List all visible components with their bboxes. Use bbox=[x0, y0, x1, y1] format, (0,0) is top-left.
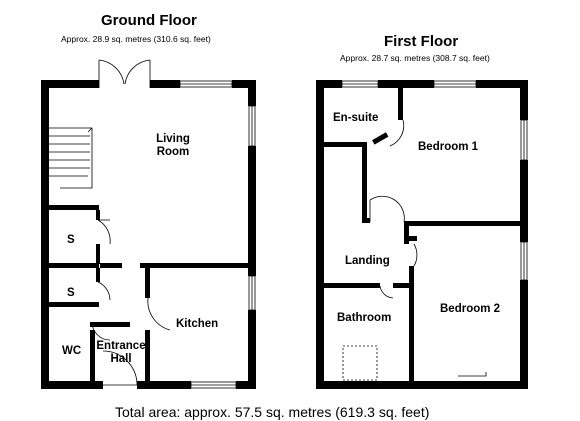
room-entrance-hall: Entrance Hall bbox=[96, 340, 146, 365]
gf-kitchen-left-wall-bot bbox=[145, 330, 150, 381]
gf-bottom-wall-right bbox=[236, 381, 256, 389]
gf-kitchen-door bbox=[147, 297, 171, 331]
ff-bed2-door bbox=[413, 243, 418, 267]
room-store-2: S bbox=[67, 287, 75, 299]
ff-bed1-bottom-b bbox=[404, 221, 520, 226]
ff-right-wall-mid bbox=[520, 160, 528, 242]
ff-top-wall-mid bbox=[378, 80, 434, 88]
gf-wc-right-wall bbox=[90, 330, 95, 381]
gf-store-right-wall-top bbox=[96, 210, 100, 220]
ff-ensuite-door bbox=[389, 119, 405, 147]
gf-right-wall-top bbox=[248, 80, 256, 106]
gf-kitchen-left-wall-top bbox=[145, 268, 150, 298]
gf-wc-top-wall bbox=[90, 322, 130, 327]
ff-bed1-left-wall bbox=[362, 142, 367, 222]
ff-bath-top-a bbox=[324, 283, 380, 288]
room-landing: Landing bbox=[345, 255, 390, 267]
room-bedroom-2: Bedroom 2 bbox=[440, 303, 501, 315]
gf-top-wall-left bbox=[41, 80, 99, 88]
gf-store2-right-wall bbox=[96, 268, 100, 282]
gf-kitchen-top-wall-a bbox=[100, 263, 122, 268]
gf-wc-door bbox=[91, 321, 111, 341]
gf-store2-door bbox=[97, 281, 111, 301]
gf-store-right-wall-bot bbox=[96, 244, 100, 264]
room-wc: WC bbox=[62, 345, 82, 357]
ff-bottom-wall bbox=[316, 381, 528, 389]
ff-bath-shower bbox=[342, 345, 378, 381]
room-store-1: S bbox=[67, 234, 75, 246]
gf-top-wall-right bbox=[232, 80, 256, 88]
gf-stairs bbox=[49, 127, 93, 189]
room-living: Living Room bbox=[156, 133, 190, 158]
ground-floor-area: Approx. 28.9 sq. metres (310.6 sq. feet) bbox=[61, 34, 211, 44]
gf-left-wall bbox=[41, 80, 49, 389]
gf-entrance-door bbox=[102, 350, 138, 386]
ff-ensuite-diag bbox=[372, 132, 389, 145]
french-door-right bbox=[124, 59, 151, 88]
gf-right-wall-bottom bbox=[248, 310, 256, 389]
gf-store-divider bbox=[49, 263, 99, 268]
ff-bed1-bottom-a bbox=[362, 218, 370, 223]
ff-landing-right bbox=[404, 226, 409, 244]
room-bedroom-1: Bedroom 1 bbox=[418, 141, 479, 153]
gf-top-wall-mid bbox=[150, 80, 180, 88]
ground-floor-title: Ground Floor bbox=[101, 12, 197, 29]
gf-store1-door bbox=[97, 219, 111, 245]
gf-right-wall-mid bbox=[248, 146, 256, 276]
room-kitchen: Kitchen bbox=[176, 318, 219, 330]
gf-bottom-wall-mid bbox=[137, 381, 191, 389]
ff-right-wall-top bbox=[520, 80, 528, 120]
ff-bed2-left-top bbox=[409, 236, 417, 241]
gf-living-bottom-wall bbox=[49, 205, 99, 210]
gf-store-bottom-wall bbox=[49, 302, 99, 307]
room-bathroom: Bathroom bbox=[337, 312, 392, 324]
first-floor-title: First Floor bbox=[384, 33, 459, 50]
total-area: Total area: approx. 57.5 sq. metres (619… bbox=[115, 404, 430, 420]
ff-bed2-left bbox=[409, 266, 414, 381]
room-ensuite: En-suite bbox=[333, 112, 379, 124]
ff-top-wall-left bbox=[316, 80, 342, 88]
ff-bed2-radiator bbox=[458, 372, 487, 377]
ground-floor-plan bbox=[41, 80, 256, 389]
ff-bed1-door bbox=[369, 195, 405, 223]
french-door-left bbox=[98, 59, 125, 88]
gf-bottom-wall-left bbox=[41, 381, 103, 389]
first-floor-plan bbox=[316, 80, 528, 389]
ff-bath-top-b bbox=[393, 283, 409, 288]
ff-top-wall-right bbox=[476, 80, 528, 88]
ff-right-wall-bottom bbox=[520, 280, 528, 389]
first-floor-fixtures bbox=[341, 80, 528, 381]
ground-floor-fixtures bbox=[49, 59, 256, 389]
gf-kitchen-top-wall-b bbox=[140, 263, 248, 268]
first-floor-area: Approx. 28.7 sq. metres (308.7 sq. feet) bbox=[340, 53, 490, 63]
ff-left-wall bbox=[316, 80, 324, 389]
ff-ensuite-bottom bbox=[324, 142, 364, 147]
ff-ensuite-right bbox=[398, 88, 403, 120]
ff-bath-door bbox=[379, 285, 394, 299]
gf-hall-door bbox=[99, 264, 123, 269]
